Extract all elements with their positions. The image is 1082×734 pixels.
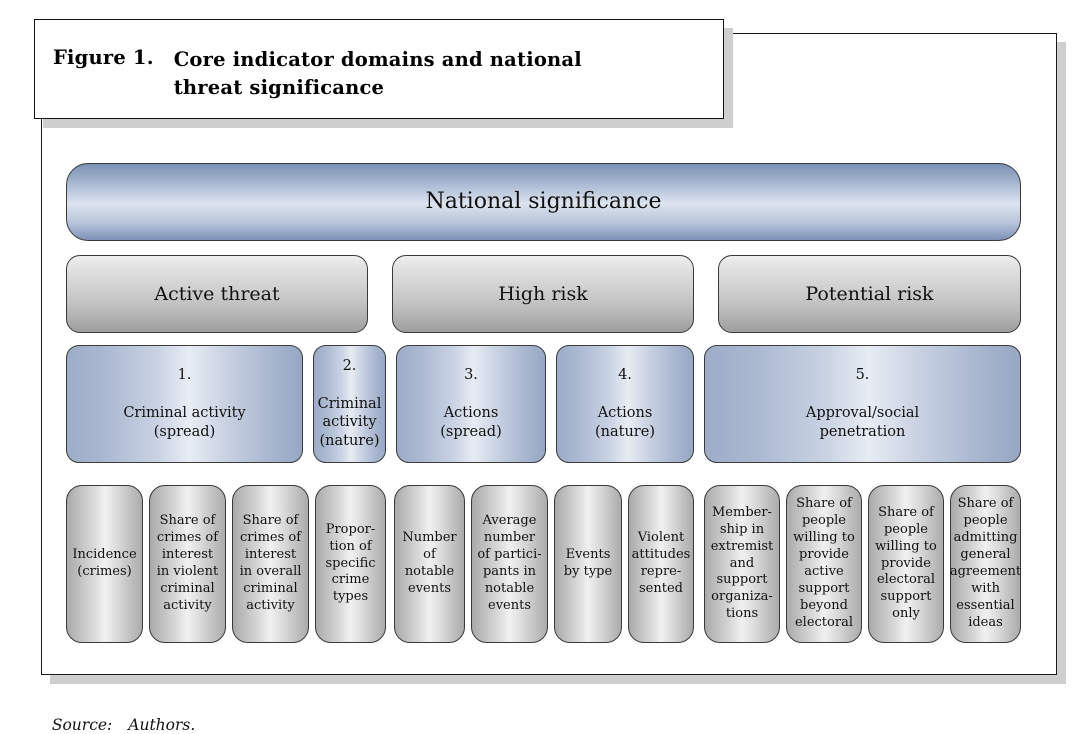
tier4-indicator-11: Share of people willing to provide elect… bbox=[868, 485, 944, 643]
tier4-indicator-6: Average number of partici- pants in nota… bbox=[471, 485, 548, 643]
tier4-indicator-9: Member- ship in extremist and support or… bbox=[704, 485, 780, 643]
tier2-label: Active threat bbox=[154, 282, 280, 305]
tier2-active-threat: Active threat bbox=[66, 255, 368, 333]
tier3-text: Actions (spread) bbox=[440, 405, 502, 440]
tier4-label: Incidence (crimes) bbox=[72, 547, 137, 579]
tier4-indicator-12: Share of people admitting general agreem… bbox=[950, 485, 1021, 643]
tier4-indicator-8: Violent attitudes repre- sented bbox=[628, 485, 694, 643]
tier3-number: 5. bbox=[855, 367, 870, 384]
tier4-label: Propor- tion of specific crime types bbox=[325, 521, 376, 605]
tier2-label: High risk bbox=[498, 282, 588, 305]
tier3-text: Criminal activity (spread) bbox=[123, 405, 246, 440]
tier4-indicator-3: Share of crimes of interest in overall c… bbox=[232, 485, 309, 643]
tier3-domain-2-criminal-activity-nature: 2. Criminal activity (nature) bbox=[313, 345, 386, 463]
tier4-indicator-7: Events by type bbox=[554, 485, 622, 643]
figure-title-inner: Figure 1. Core indicator domains and nat… bbox=[53, 46, 709, 103]
tier3-label: 2. Criminal activity (nature) bbox=[318, 357, 382, 451]
tier3-domain-4-actions-nature: 4. Actions (nature) bbox=[556, 345, 694, 463]
tier3-text: Criminal activity (nature) bbox=[317, 395, 382, 450]
tier2-potential-risk: Potential risk bbox=[718, 255, 1021, 333]
tier3-label: 1. Criminal activity (spread) bbox=[123, 366, 245, 441]
tier3-text: Actions (nature) bbox=[595, 405, 655, 440]
tier4-indicator-5: Number of notable events bbox=[394, 485, 465, 643]
tier1-label: National significance bbox=[425, 188, 662, 214]
tier4-label: Share of people willing to provide elect… bbox=[875, 504, 937, 622]
tier4-label: Average number of partici- pants in nota… bbox=[477, 513, 542, 613]
tier4-label: Events by type bbox=[563, 547, 613, 579]
source-value: Authors. bbox=[128, 716, 196, 734]
figure-label: Figure 1. bbox=[53, 46, 154, 69]
tier3-number: 3. bbox=[464, 367, 478, 384]
tier3-text: Approval/social penetration bbox=[805, 405, 920, 440]
tier3-domain-3-actions-spread: 3. Actions (spread) bbox=[396, 345, 546, 463]
tier3-label: 3. Actions (spread) bbox=[440, 366, 501, 441]
figure-title: Core indicator domains and national thre… bbox=[173, 48, 582, 100]
tier2-label: Potential risk bbox=[805, 282, 934, 305]
tier4-label: Number of notable events bbox=[402, 530, 457, 596]
tier3-number: 4. bbox=[618, 367, 632, 384]
tier3-number: 1. bbox=[177, 367, 192, 384]
tier4-label: Share of people willing to provide activ… bbox=[793, 496, 855, 630]
tier3-number: 2. bbox=[342, 357, 357, 374]
tier3-label: 5. Approval/social penetration bbox=[806, 366, 919, 441]
tier3-label: 4. Actions (nature) bbox=[595, 366, 655, 441]
tier4-label: Member- ship in extremist and support or… bbox=[710, 504, 774, 622]
tier4-indicator-2: Share of crimes of interest in violent c… bbox=[149, 485, 226, 643]
source-caption: Source: Authors. bbox=[42, 698, 195, 734]
tier1-national-significance: National significance bbox=[66, 163, 1021, 241]
tier4-indicator-1: Incidence (crimes) bbox=[66, 485, 143, 643]
figure-title-box: Figure 1. Core indicator domains and nat… bbox=[34, 19, 724, 119]
diagram-canvas: National significance Active threat High… bbox=[41, 33, 1057, 675]
source-label: Source: bbox=[51, 716, 113, 734]
tier4-label: Violent attitudes repre- sented bbox=[631, 530, 691, 596]
tier4-label: Share of crimes of interest in overall c… bbox=[239, 513, 302, 613]
tier4-label: Share of crimes of interest in violent c… bbox=[156, 513, 219, 613]
tier3-domain-5-approval-social-penetration: 5. Approval/social penetration bbox=[704, 345, 1021, 463]
tier2-high-risk: High risk bbox=[392, 255, 694, 333]
tier3-domain-1-criminal-activity-spread: 1. Criminal activity (spread) bbox=[66, 345, 303, 463]
tier4-label: Share of people admitting general agreem… bbox=[949, 496, 1022, 630]
tier4-indicator-10: Share of people willing to provide activ… bbox=[786, 485, 862, 643]
tier4-indicator-4: Propor- tion of specific crime types bbox=[315, 485, 386, 643]
